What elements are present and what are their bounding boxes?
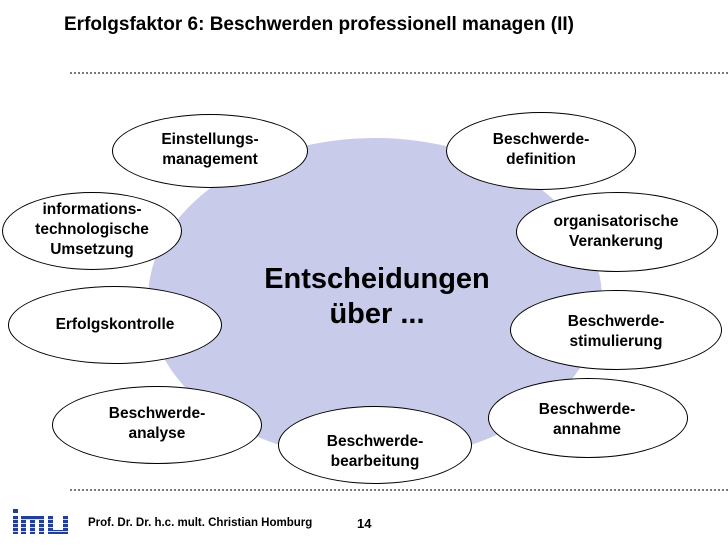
central-label: Entscheidungen über ... [232, 262, 522, 332]
node-beschwerdebearbeitung-ellipse [278, 406, 472, 484]
node-label-line: Erfolgskontrolle [55, 316, 175, 333]
node-label-line: management [162, 151, 258, 168]
node-label-line: analyse [128, 425, 186, 442]
node-label-line: Beschwerde- [108, 405, 206, 422]
node-label-line: technologische [35, 221, 149, 238]
node-beschwerdebearbeitung-label: Beschwerde- bearbeitung [306, 432, 444, 472]
node-label-line: annahme [552, 421, 622, 438]
node-label-line: Beschwerde- [492, 131, 590, 148]
node-it-umsetzung-label: informations- technologische Umsetzung [20, 200, 164, 260]
bottom-divider [70, 489, 728, 491]
node-organisatorische-verankerung-ellipse [516, 192, 718, 272]
node-beschwerdeanalyse-ellipse [52, 386, 262, 464]
central-label-line-2: über ... [329, 298, 425, 330]
node-label-line: Beschwerde- [567, 313, 665, 330]
node-label-line: Verankerung [569, 233, 663, 250]
top-divider [70, 72, 728, 74]
node-label-line: informations- [42, 201, 142, 218]
footer-author: Prof. Dr. Dr. h.c. mult. Christian Hombu… [88, 517, 313, 529]
node-label-line: definition [506, 151, 576, 168]
node-einstellungsmanagement-label: Einstellungs- management [144, 130, 276, 170]
slide-title: Erfolgsfaktor 6: Beschwerden professione… [64, 14, 574, 35]
node-einstellungsmanagement-ellipse [112, 114, 308, 188]
node-beschwerdestimulierung-ellipse [510, 290, 722, 370]
node-erfolgskontrolle-ellipse [8, 286, 222, 364]
node-organisatorische-verankerung-label: organisatorische Verankerung [536, 212, 696, 252]
node-label-line: Beschwerde- [326, 433, 424, 450]
node-beschwerdeannahme-label: Beschwerde- annahme [520, 400, 654, 440]
node-beschwerdeanalyse-label: Beschwerde- analyse [90, 404, 224, 444]
node-beschwerdestimulierung-label: Beschwerde- stimulierung [546, 312, 686, 352]
node-it-umsetzung-ellipse [2, 192, 182, 270]
node-beschwerdedefinition-ellipse [446, 112, 636, 190]
node-erfolgskontrolle-label: Erfolgskontrolle [30, 315, 200, 335]
central-label-line-1: Entscheidungen [264, 263, 490, 295]
node-beschwerdeannahme-ellipse [488, 378, 688, 458]
node-beschwerdedefinition-label: Beschwerde- definition [476, 130, 606, 170]
node-label-line: organisatorische [553, 213, 679, 230]
node-label-line: Umsetzung [50, 241, 134, 258]
imu-logo: imu [12, 505, 72, 534]
node-label-line: Beschwerde- [538, 401, 636, 418]
page-number: 14 [357, 516, 372, 531]
node-label-line: stimulierung [569, 333, 663, 350]
logo-text: imu [12, 505, 14, 506]
node-label-line: bearbeitung [330, 453, 420, 470]
node-label-line: Einstellungs- [161, 131, 259, 148]
